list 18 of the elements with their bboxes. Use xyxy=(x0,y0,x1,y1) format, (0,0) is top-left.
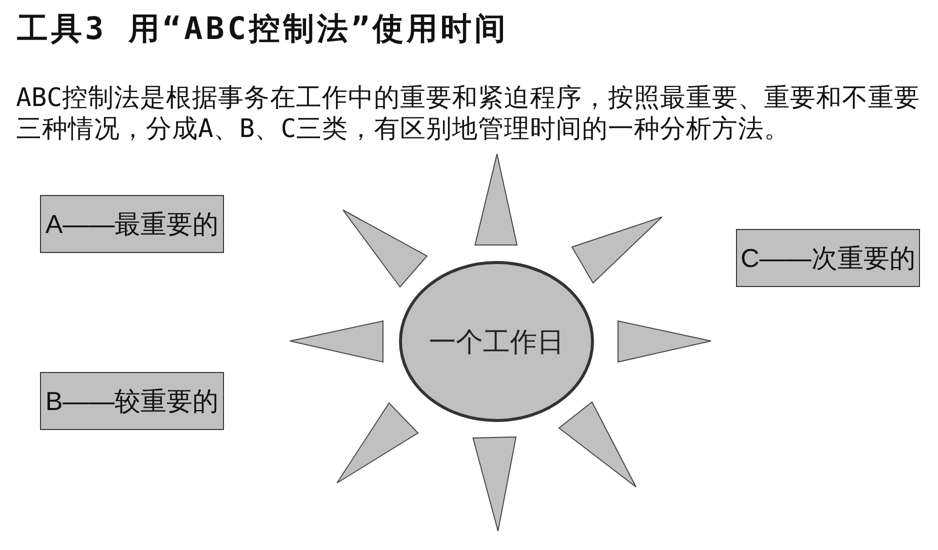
sun-ray-triangle xyxy=(559,402,636,487)
title: 工具3 用“ABC控制法”使用时间 xyxy=(17,10,509,49)
category-box xyxy=(40,372,224,430)
category-label: C——次重要的 xyxy=(740,242,916,274)
category-box xyxy=(40,195,224,253)
category-box xyxy=(736,229,920,287)
category-label: B——较重要的 xyxy=(45,384,219,418)
category-label: A——最重要的 xyxy=(45,208,219,240)
sun-ray-triangle xyxy=(290,321,383,362)
sun-ray-triangle xyxy=(337,403,418,483)
sun-ray-triangle xyxy=(618,321,711,362)
ellipse-label: 一个工作日 xyxy=(429,326,564,358)
sun-ray-triangle xyxy=(343,210,427,287)
sun-ray-triangle xyxy=(572,217,662,283)
center-ellipse xyxy=(399,261,594,422)
description-paragraph: ABC控制法是根据事务在工作中的重要和紧迫程序，按照最重要、重要和不重要三种情况，分成A、B、C三类，有区别地管理时间的一种分析方法。 xyxy=(16,83,922,145)
sun-ray-triangle xyxy=(473,437,516,531)
sun-ray-triangle xyxy=(475,154,517,245)
